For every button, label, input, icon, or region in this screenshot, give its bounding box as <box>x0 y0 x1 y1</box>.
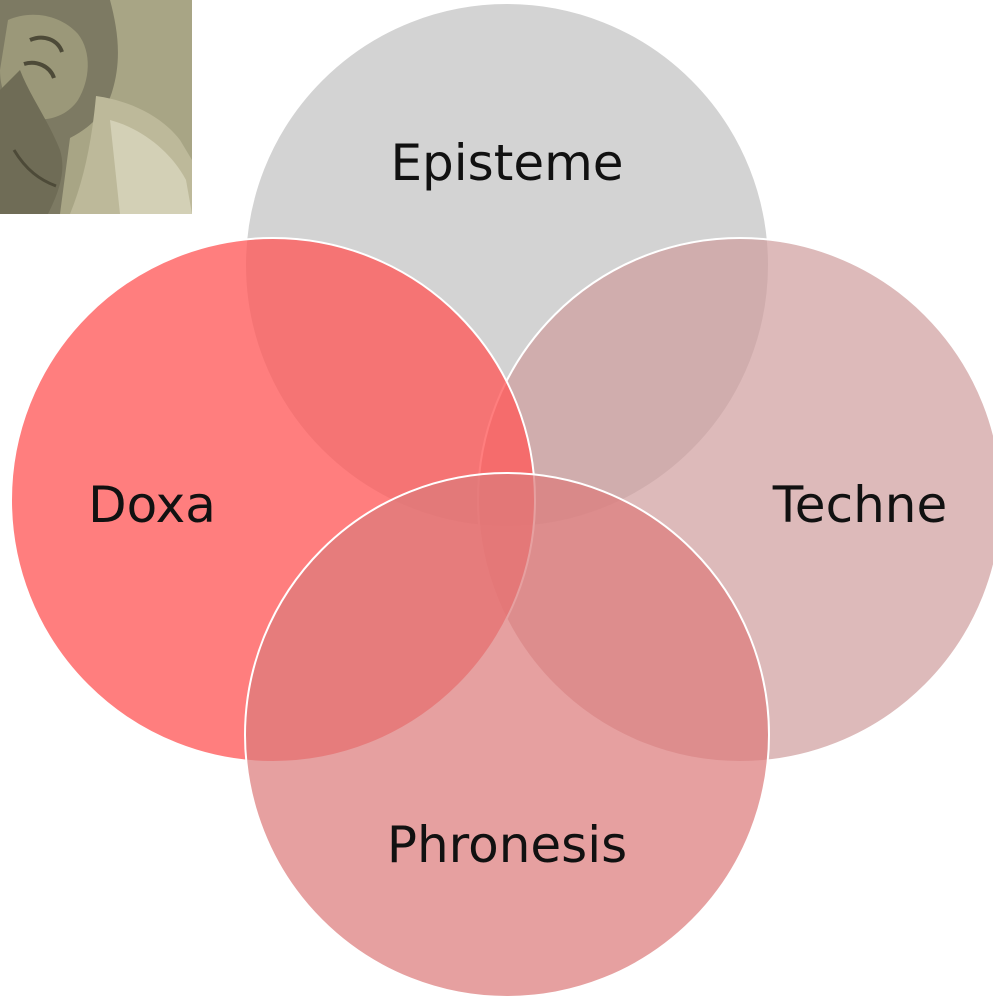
venn-circle-phronesis <box>244 472 770 996</box>
label-techne: Techne <box>772 476 947 534</box>
bust-portrait-icon <box>0 0 192 214</box>
label-episteme: Episteme <box>390 134 623 192</box>
label-doxa: Doxa <box>88 476 216 534</box>
label-phronesis: Phronesis <box>387 816 627 874</box>
